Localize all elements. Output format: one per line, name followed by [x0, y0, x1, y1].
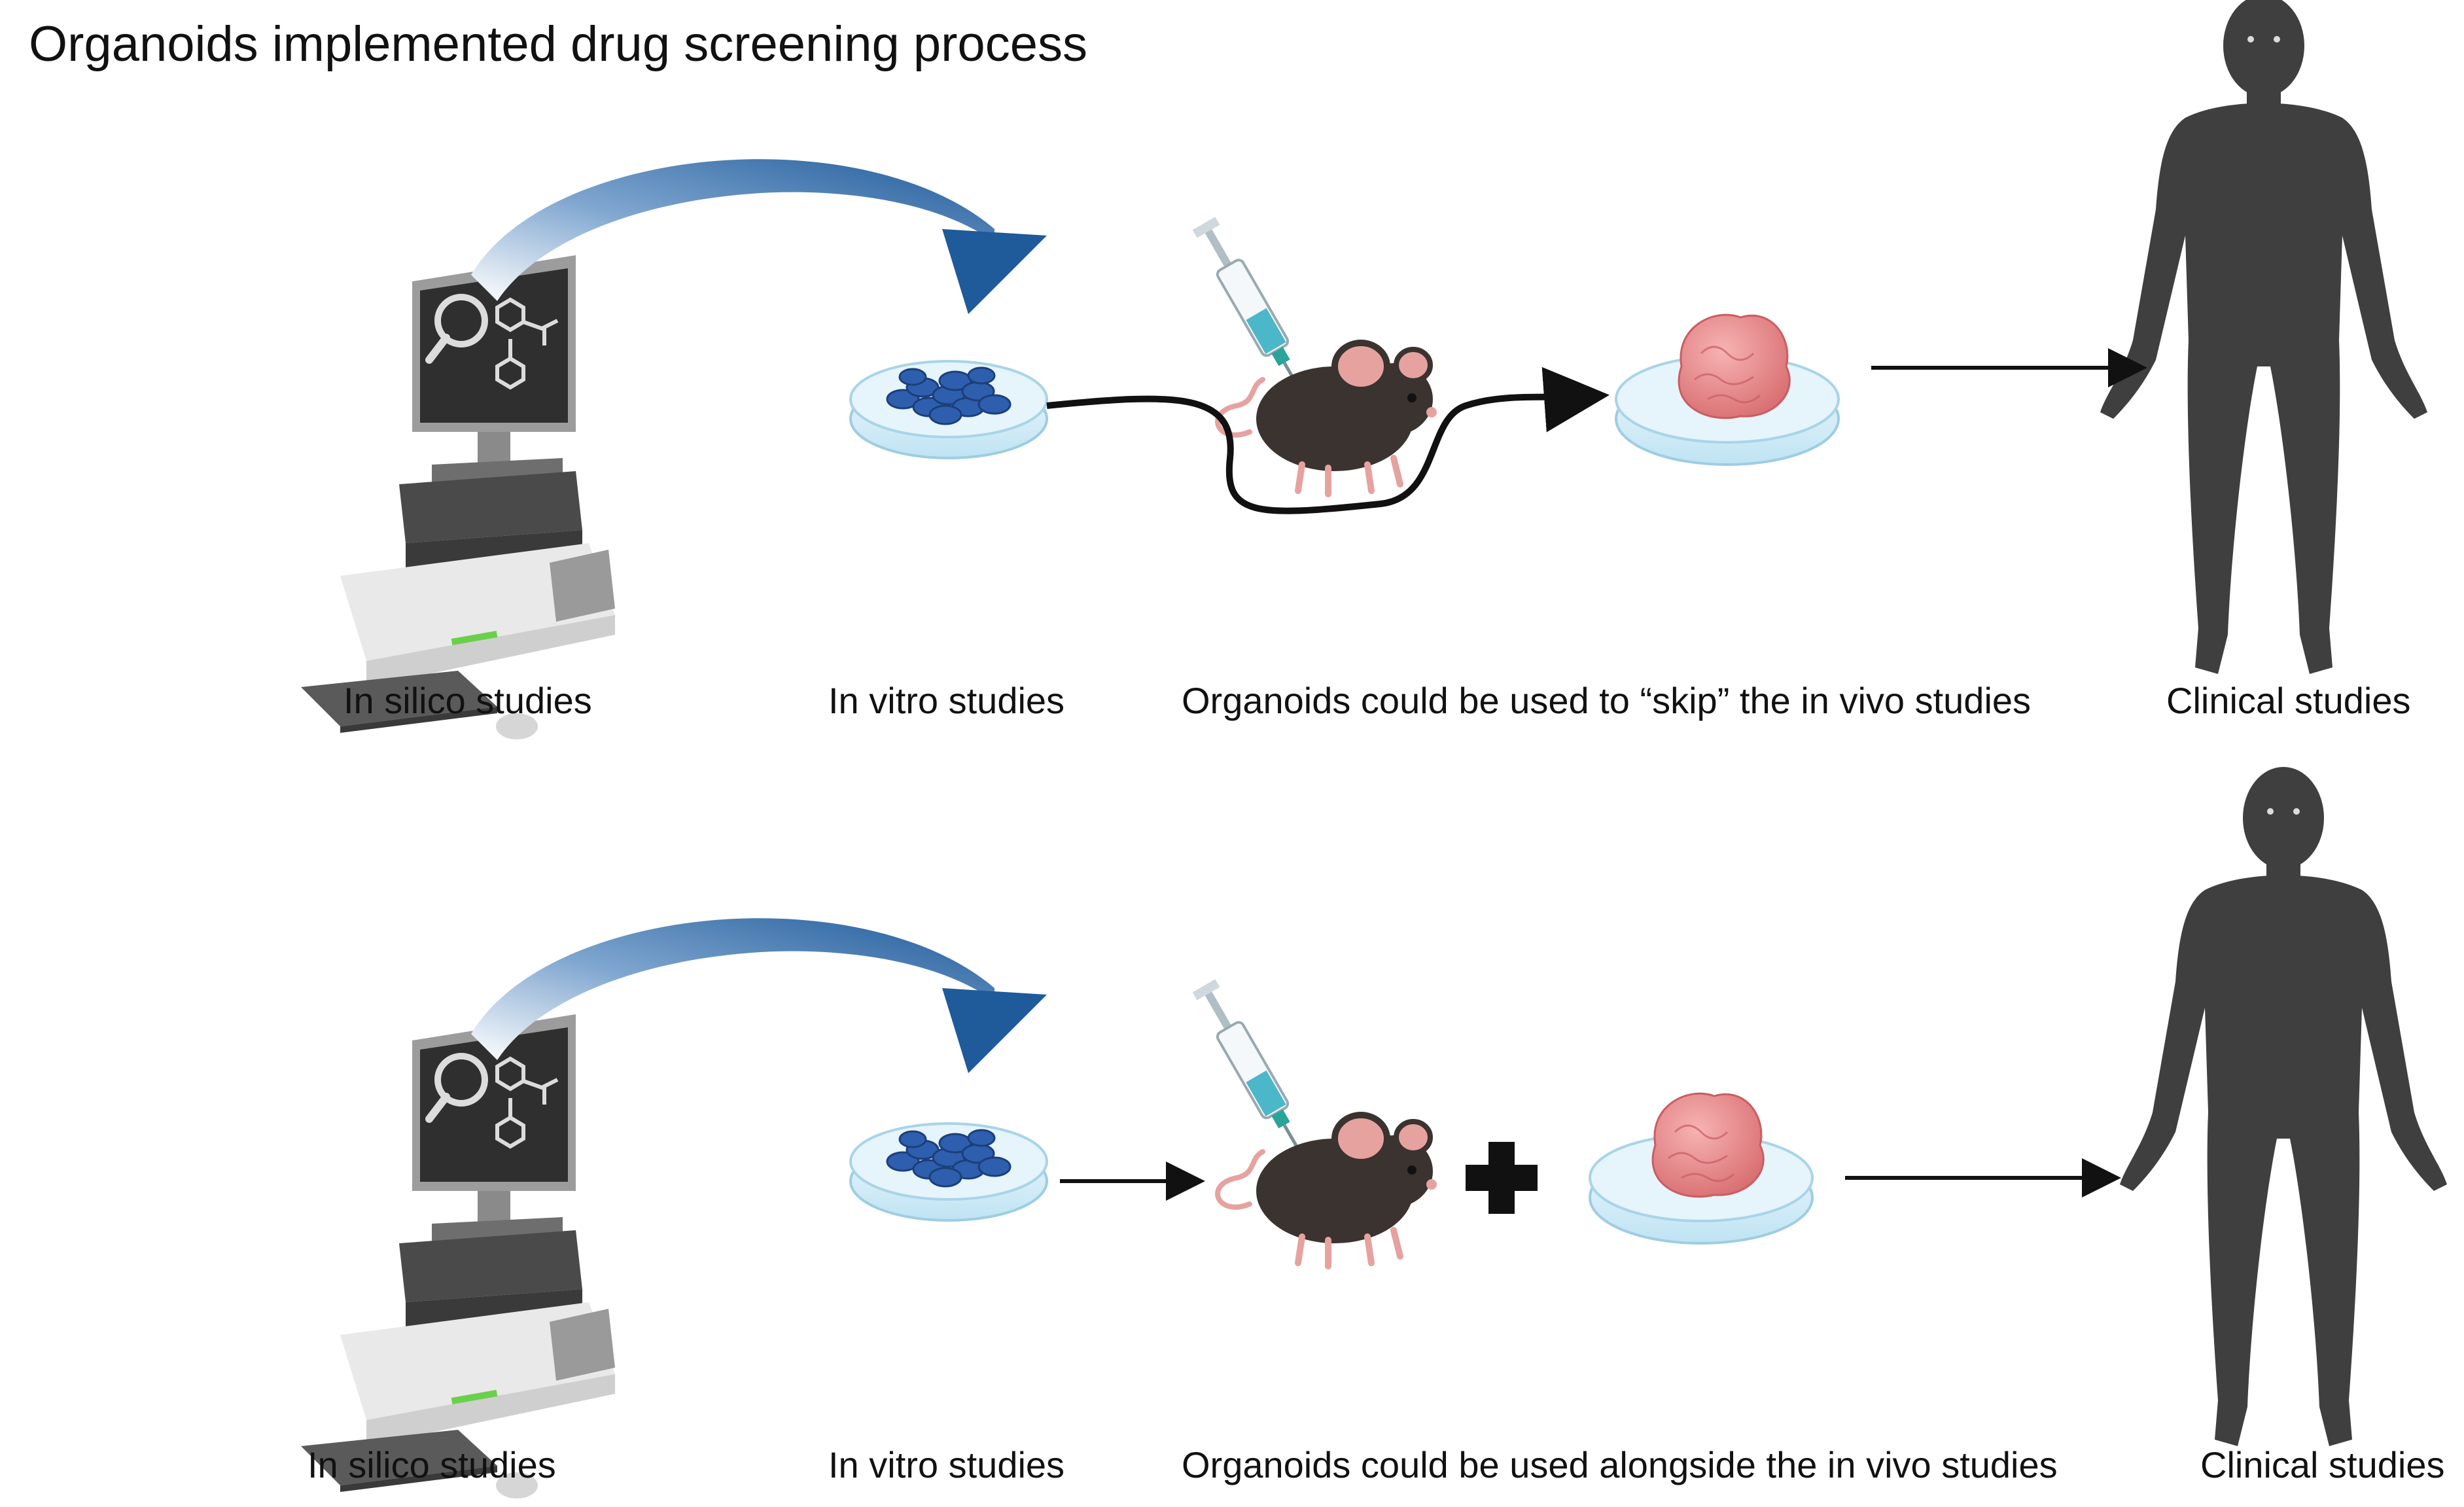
plus-icon: [1466, 1142, 1538, 1214]
computer-icon: [301, 1014, 615, 1498]
label-in-vitro: In vitro studies: [828, 1444, 1065, 1485]
label-in-silico: In silico studies: [343, 680, 592, 721]
human-silhouette-icon: [2100, 0, 2427, 674]
page-title: Organoids implemented drug screening pro…: [29, 16, 1087, 72]
row-1: [301, 0, 2427, 739]
petri-dish-organoid-icon: [1615, 313, 1840, 466]
computer-icon: [301, 255, 615, 739]
label-in-vitro: In vitro studies: [828, 680, 1065, 721]
petri-dish-cells-icon: [849, 360, 1048, 459]
label-organoid-step: Organoids could be used alongside the in…: [1182, 1444, 2058, 1485]
label-clinical: Clinical studies: [2200, 1444, 2445, 1485]
petri-dish-cells-icon: [849, 1122, 1048, 1222]
label-clinical: Clinical studies: [2166, 680, 2411, 721]
mouse-icon: [1218, 1115, 1437, 1266]
human-silhouette-icon: [2120, 767, 2447, 1446]
row-2: [301, 767, 2447, 1498]
wavy-connector-arrow: [1046, 366, 1610, 514]
label-organoid-step: Organoids could be used to “skip” the in…: [1182, 680, 2032, 721]
syringe-icon: [1191, 978, 1318, 1168]
mouse-icon: [1218, 343, 1437, 494]
label-in-silico: In silico studies: [308, 1444, 556, 1485]
petri-dish-organoid-icon: [1589, 1092, 1814, 1245]
